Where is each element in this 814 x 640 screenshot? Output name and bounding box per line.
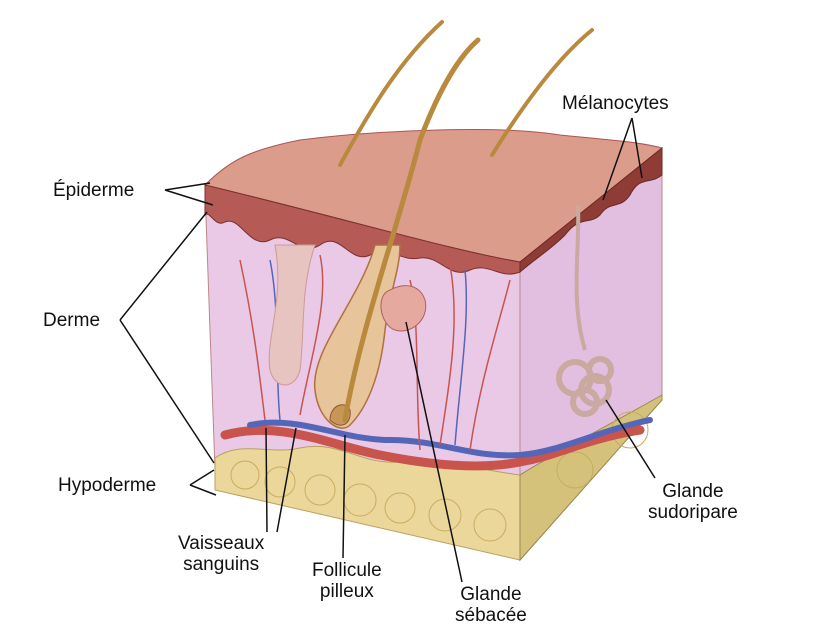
label-line-2: sanguins	[183, 554, 260, 575]
label-epiderme: Épiderme	[53, 180, 135, 201]
leader-lines	[119, 117, 656, 583]
label-line-2: sébacée	[455, 605, 527, 626]
label-derme: Derme	[43, 310, 101, 331]
sweat-gland	[556, 204, 614, 417]
label-line-1: Vaisseaux	[178, 533, 265, 554]
vein	[247, 417, 653, 459]
label-line-2: sudoripare	[648, 502, 738, 523]
label-melanocytes: Mélanocytes	[562, 93, 669, 114]
fat-lobules	[230, 411, 649, 542]
label-hypoderme: Hypoderme	[58, 475, 157, 496]
label-line-2: pilleux	[319, 581, 374, 602]
resting-follicle	[268, 244, 316, 386]
sebaceous-gland	[380, 285, 427, 332]
label-line-1: Follicule	[312, 560, 382, 581]
epidermis-right	[519, 146, 663, 274]
label-line-1: Glande	[662, 481, 724, 502]
label-follicule-pilleux: Follicule pilleux	[312, 560, 382, 602]
label-glande-sudoripare: Glande sudoripare	[648, 481, 738, 523]
hair-right	[490, 28, 594, 157]
hair-main	[342, 37, 481, 423]
label-vaisseaux-sanguins: Vaisseaux sanguins	[178, 533, 264, 575]
label-line-1: Glande	[460, 584, 522, 605]
capillaries	[239, 254, 511, 451]
label-glande-sebacee: Glande sébacée	[455, 584, 527, 626]
hypodermis-front	[214, 446, 521, 561]
hair-left	[338, 20, 444, 167]
artery	[220, 425, 645, 471]
